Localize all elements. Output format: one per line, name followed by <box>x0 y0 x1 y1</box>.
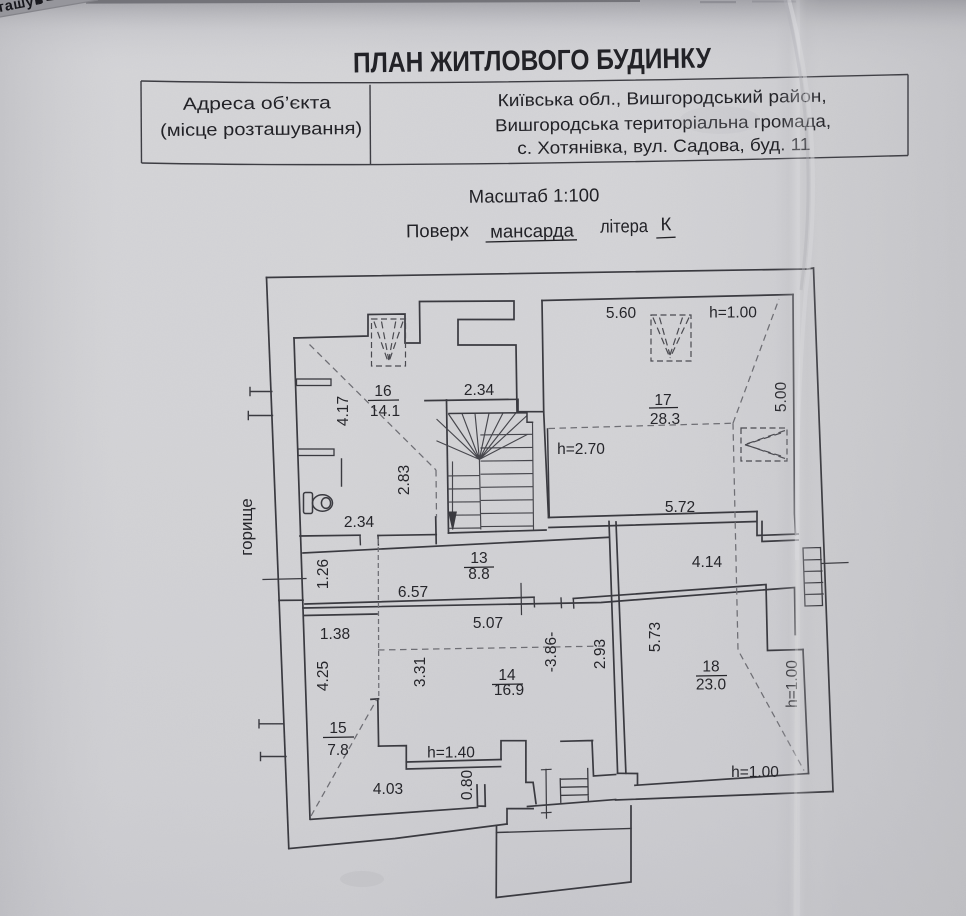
svg-text:2.93: 2.93 <box>592 639 609 669</box>
svg-text:3.31: 3.31 <box>412 657 429 687</box>
svg-text:7.8: 7.8 <box>327 742 349 759</box>
svg-text:5.72: 5.72 <box>665 499 695 516</box>
svg-text:28.3: 28.3 <box>650 411 680 428</box>
svg-text:h=2.70: h=2.70 <box>557 441 605 458</box>
svg-text:с. Хотянівка, вул. Садова, буд: с. Хотянівка, вул. Садова, буд. 11 <box>517 134 810 158</box>
svg-text:23.0: 23.0 <box>696 677 727 694</box>
svg-text:13: 13 <box>470 550 487 567</box>
svg-text:(місце розташування): (місце розташування) <box>160 118 362 140</box>
svg-text:2.34: 2.34 <box>344 514 375 531</box>
svg-text:літера: літера <box>600 215 649 237</box>
svg-text:2.83: 2.83 <box>396 465 413 495</box>
svg-text:Адреса об’єкта: Адреса об’єкта <box>183 92 332 114</box>
svg-text:h=1.40: h=1.40 <box>427 745 475 762</box>
svg-text:5.73: 5.73 <box>647 622 664 652</box>
svg-text:-3.86-: -3.86- <box>543 632 560 673</box>
svg-text:6.57: 6.57 <box>398 584 428 601</box>
svg-text:14: 14 <box>498 667 516 684</box>
svg-text:4.03: 4.03 <box>373 781 403 798</box>
svg-text:14.1: 14.1 <box>370 403 400 420</box>
svg-text:16.9: 16.9 <box>494 682 524 699</box>
svg-text:1.26: 1.26 <box>315 559 332 589</box>
svg-text:горище: горище <box>237 498 256 555</box>
svg-text:Поверх: Поверх <box>406 219 470 241</box>
svg-text:ПЛАН ЖИТЛОВОГО БУДИНКУ: ПЛАН ЖИТЛОВОГО БУДИНКУ <box>353 42 712 79</box>
svg-text:5.60: 5.60 <box>606 305 637 322</box>
svg-text:h=1.00: h=1.00 <box>709 305 757 322</box>
svg-text:16: 16 <box>374 383 391 400</box>
svg-text:мансарда: мансарда <box>490 220 575 242</box>
svg-text:1.38: 1.38 <box>320 626 350 643</box>
svg-text:5.07: 5.07 <box>473 615 503 632</box>
svg-text:15: 15 <box>329 720 346 737</box>
svg-text:4.17: 4.17 <box>335 396 352 426</box>
svg-text:18: 18 <box>702 659 719 676</box>
svg-text:4.14: 4.14 <box>692 554 723 571</box>
svg-text:К: К <box>660 213 671 234</box>
svg-text:0.80: 0.80 <box>459 770 476 801</box>
svg-text:Київська обл., Вишгородський р: Київська обл., Вишгородський район, <box>498 86 827 111</box>
svg-text:h=1.00: h=1.00 <box>731 764 779 781</box>
svg-text:4.25: 4.25 <box>315 661 332 691</box>
svg-text:2.34: 2.34 <box>464 382 495 399</box>
svg-text:17: 17 <box>654 392 671 409</box>
svg-text:Масштаб 1:100: Масштаб 1:100 <box>469 184 600 207</box>
svg-text:8.8: 8.8 <box>468 566 490 583</box>
